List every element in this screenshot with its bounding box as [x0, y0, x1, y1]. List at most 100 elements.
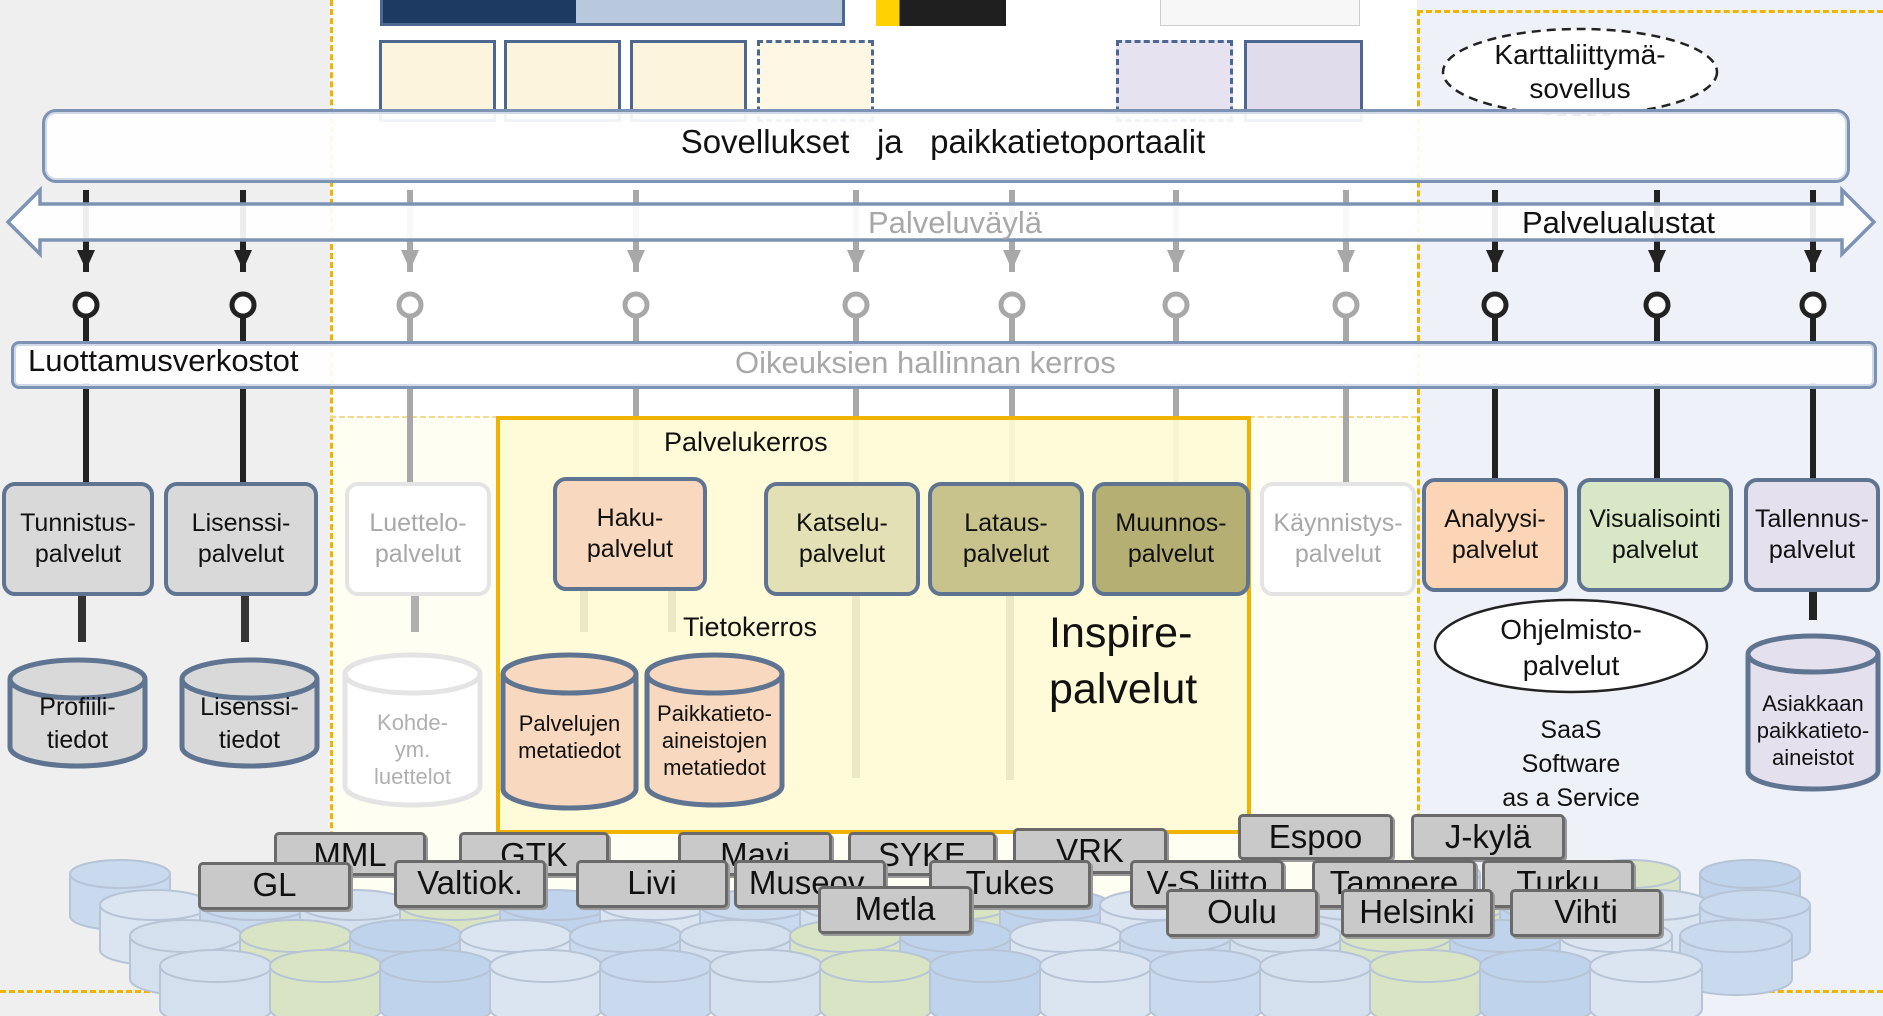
service-luettelo: Luettelo- palvelut — [345, 482, 491, 596]
datastore-profiili-line1: Profiili- — [39, 693, 116, 721]
saas-line1: SaaS — [1540, 716, 1602, 744]
datastore-lisenssi-line2: tiedot — [218, 726, 281, 754]
saas-line3: as a Service — [1502, 784, 1640, 812]
right-zone-top-edge — [1417, 10, 1883, 13]
datastore-profiili-line2: tiedot — [46, 726, 109, 754]
service-muunnos: Muunnos- palvelut — [1092, 482, 1250, 596]
service-lisenssi: Lisenssi- palvelut — [164, 482, 318, 596]
org-livi: Livi — [576, 860, 728, 908]
connector-socket-3 — [622, 291, 650, 319]
connector-arrow-9 — [1648, 250, 1666, 270]
service-haku-line1: Haku- — [596, 504, 664, 532]
datastore-lisenssi-line1: Lisenssi- — [200, 693, 299, 721]
connector-arrow-8 — [1486, 250, 1504, 270]
connector-arrow-10 — [1804, 250, 1822, 270]
saas-line2: Software — [1521, 750, 1621, 778]
portal-screenshot-dark — [876, 0, 1006, 26]
service-katselu-line1: Katselu- — [796, 509, 888, 537]
service-visualisointi: Visualisointi palvelut — [1577, 478, 1733, 592]
connector-arrow-1 — [234, 250, 252, 270]
connector-socket-10 — [1799, 291, 1827, 319]
connector-socket-0 — [72, 291, 100, 319]
service-tallennus-line1: Tallennus- — [1755, 505, 1869, 533]
portal-screenshot-map — [380, 0, 845, 26]
datastore-asiakkaan-label: Asiakkaan paikkatieto- aineistot — [1748, 690, 1878, 771]
service-tunnistus-line2: palvelut — [34, 540, 122, 568]
connector-arrow-7 — [1337, 250, 1355, 270]
bus-label-center: Palveluväylä — [868, 205, 1043, 240]
service-tallennus: Tallennus- palvelut — [1744, 478, 1880, 592]
service-luettelo-line1: Luettelo- — [369, 509, 467, 537]
datastore-lisenssi-label: Lisenssi- tiedot — [182, 691, 317, 757]
datastore-paikkatieto-label: Paikkatieto- aineistojen metatiedot — [647, 700, 782, 781]
org-tukes: Tukes — [929, 860, 1091, 908]
service-lataus: Lataus- palvelut — [928, 482, 1084, 596]
datastore-asiakkaan-line1: Asiakkaan — [1762, 691, 1864, 716]
connector-arrow-5 — [1003, 250, 1021, 270]
right-zone-divider — [1417, 10, 1420, 1000]
datastore-paikkatieto-line2: aineistojen — [661, 728, 768, 753]
datastore-palvelujen-line1: Palvelujen — [518, 711, 621, 736]
service-layer-title: Palvelukerros — [664, 427, 828, 457]
software-line1: Ohjelmisto- — [1500, 614, 1642, 645]
connector-socket-7 — [1332, 291, 1360, 319]
service-lisenssi-line1: Lisenssi- — [191, 509, 291, 537]
connector-socket-4 — [842, 291, 870, 319]
map-app-label-line1: Karttaliittymä- — [1494, 39, 1666, 70]
service-tallennus-line2: palvelut — [1768, 536, 1856, 564]
trust-networks-label: Luottamusverkostot — [28, 343, 299, 378]
connector-arrow-6 — [1167, 250, 1185, 270]
datastore-asiakkaan-line3: aineistot — [1772, 745, 1854, 770]
datastore-profiili-label: Profiili- tiedot — [10, 691, 145, 757]
service-kaynnistys-line1: Käynnistys- — [1273, 509, 1403, 537]
datastore-kohde-line2: ym. — [394, 737, 431, 762]
org-vihti: Vihti — [1510, 889, 1662, 937]
app-tile-1 — [379, 40, 496, 122]
service-analyysi-line2: palvelut — [1451, 536, 1539, 564]
service-katselu: Katselu- palvelut — [764, 482, 920, 596]
connector-arrow-2 — [401, 250, 419, 270]
org-valtiok: Valtiok. — [394, 860, 546, 908]
datastore-asiakkaan-line2: paikkatieto- — [1756, 718, 1870, 743]
connector-arrow-3 — [627, 250, 645, 270]
service-lataus-line1: Lataus- — [964, 509, 1048, 537]
datastore-palvelujen-line2: metatiedot — [518, 738, 621, 763]
portal-bar — [42, 109, 1850, 183]
connector-socket-2 — [396, 291, 424, 319]
service-kaynnistys: Käynnistys- palvelut — [1260, 482, 1416, 596]
service-visualisointi-line2: palvelut — [1611, 536, 1699, 564]
org-metla: Metla — [818, 886, 972, 934]
connector-socket-6 — [1162, 291, 1190, 319]
connector-socket-9 — [1643, 291, 1671, 319]
service-luettelo-line2: palvelut — [374, 540, 462, 568]
org-helsinki: Helsinki — [1341, 889, 1493, 937]
service-katselu-line2: palvelut — [798, 540, 886, 568]
software-services-label: Ohjelmisto- palvelut — [1435, 612, 1707, 684]
org-jkyla: J-kylä — [1411, 814, 1565, 860]
service-visualisointi-line1: Visualisointi — [1589, 505, 1721, 533]
datastore-paikkatieto-line3: metatiedot — [663, 755, 766, 780]
app-tile-3 — [630, 40, 747, 122]
inspire-label-line2: palvelut — [1049, 665, 1198, 713]
portal-bar-label: Sovellukset ja paikkatietoportaalit — [680, 123, 1206, 160]
left-zone-divider — [330, 0, 333, 1000]
datastore-kohde-label: Kohde- ym. luettelot — [345, 709, 480, 790]
datastore-kohde-line1: Kohde- — [377, 710, 448, 735]
service-lisenssi-line2: palvelut — [197, 540, 285, 568]
datastore-palvelujen-label: Palvelujen metatiedot — [503, 710, 636, 764]
map-app-label: Karttaliittymä- sovellus — [1443, 38, 1717, 106]
rights-management-bar — [11, 341, 1877, 389]
connector-arrow-0 — [77, 250, 95, 270]
saas-label: SaaS Software as a Service — [1471, 713, 1671, 815]
service-tunnistus: Tunnistus- palvelut — [2, 482, 154, 596]
software-line2: palvelut — [1522, 650, 1620, 681]
service-analyysi-line1: Analyysi- — [1444, 505, 1546, 533]
org-gl: GL — [198, 862, 351, 910]
inspire-label: Inspire- palvelut — [1049, 605, 1197, 717]
bus-label-right: Palvelualustat — [1522, 205, 1716, 240]
connector-socket-5 — [998, 291, 1026, 319]
inspire-label-line1: Inspire- — [1049, 609, 1193, 657]
service-haku: Haku- palvelut — [553, 477, 707, 591]
rights-layer-label: Oikeuksien hallinnan kerros — [735, 345, 1116, 380]
map-app-label-line2: sovellus — [1529, 73, 1631, 104]
